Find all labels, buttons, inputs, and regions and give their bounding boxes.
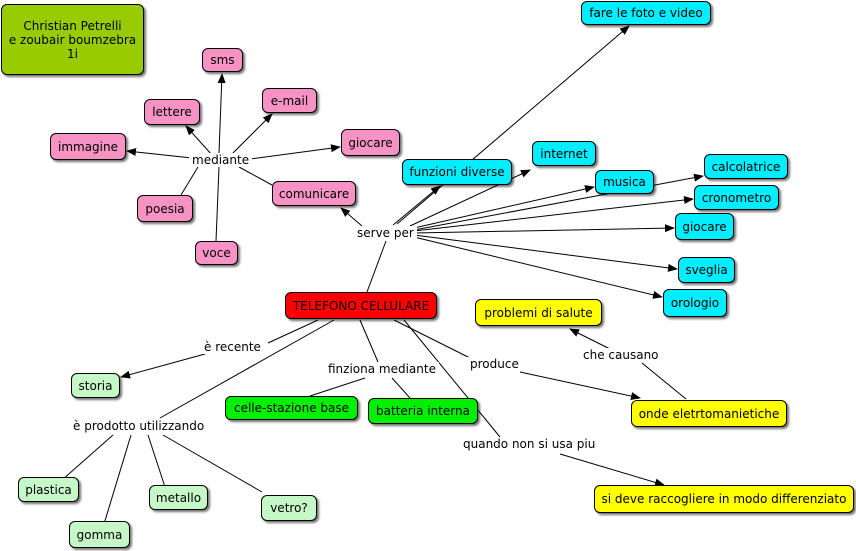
- author-box: Christian Petrelli e zoubair boumzebra 1…: [1, 4, 144, 75]
- concept-plastica[interactable]: plastica: [18, 477, 79, 502]
- concept-fare-foto-video[interactable]: fare le foto e video: [581, 1, 711, 25]
- link-quando-non-si-usa-piu: quando non si usa piu: [460, 437, 599, 451]
- concept-calcolatrice[interactable]: calcolatrice: [704, 154, 788, 179]
- concept-raccogliere[interactable]: si deve raccogliere in modo differenziat…: [594, 485, 854, 513]
- link-serve-per: serve per: [354, 226, 417, 240]
- concept-orologio[interactable]: orologio: [663, 289, 727, 317]
- concept-celle-stazione-base[interactable]: celle-stazione base: [225, 396, 358, 420]
- concept-internet[interactable]: internet: [532, 141, 596, 166]
- concept-sveglia[interactable]: sveglia: [678, 257, 735, 283]
- link-mediante: mediante: [189, 153, 253, 167]
- concept-onde[interactable]: onde eletrtomanietiche: [631, 400, 787, 427]
- concept-funzioni-diverse[interactable]: funzioni diverse: [402, 159, 512, 185]
- concept-cronometro[interactable]: cronometro: [694, 185, 779, 210]
- concept-comunicare[interactable]: comunicare: [272, 181, 356, 206]
- concept-batteria-interna[interactable]: batteria interna: [368, 398, 478, 424]
- author-line-2: e zoubair boumzebra: [8, 32, 137, 47]
- concept-storia[interactable]: storia: [71, 373, 120, 398]
- link-finziona-mediante: finziona mediante: [325, 362, 439, 376]
- concept-lettere[interactable]: lettere: [144, 99, 200, 125]
- concept-metallo[interactable]: metallo: [149, 485, 208, 510]
- concept-problemi-salute[interactable]: problemi di salute: [475, 299, 602, 326]
- concept-gomma[interactable]: gomma: [69, 521, 130, 548]
- concept-giocare-cyan[interactable]: giocare: [675, 213, 734, 240]
- concept-sms[interactable]: sms: [202, 48, 243, 72]
- link-e-recente: è recente: [201, 340, 264, 354]
- author-line-3: 1i: [67, 46, 78, 61]
- author-line-1: Christian Petrelli: [23, 18, 122, 33]
- concept-musica[interactable]: musica: [595, 170, 654, 194]
- concept-giocare-pink[interactable]: giocare: [341, 129, 400, 156]
- concept-immagine[interactable]: immagine: [50, 133, 126, 160]
- concept-voce[interactable]: voce: [195, 241, 238, 265]
- concept-email[interactable]: e-mail: [262, 88, 317, 113]
- link-che-causano: che causano: [580, 348, 662, 362]
- concept-vetro[interactable]: vetro?: [261, 495, 317, 521]
- link-produce: produce: [467, 357, 522, 371]
- concept-poesia[interactable]: poesia: [137, 195, 193, 222]
- concept-telefono-cellulare[interactable]: TELEFONO CELLULARE: [285, 292, 437, 319]
- link-e-prodotto-utilizzando: è prodotto utilizzando: [70, 419, 208, 433]
